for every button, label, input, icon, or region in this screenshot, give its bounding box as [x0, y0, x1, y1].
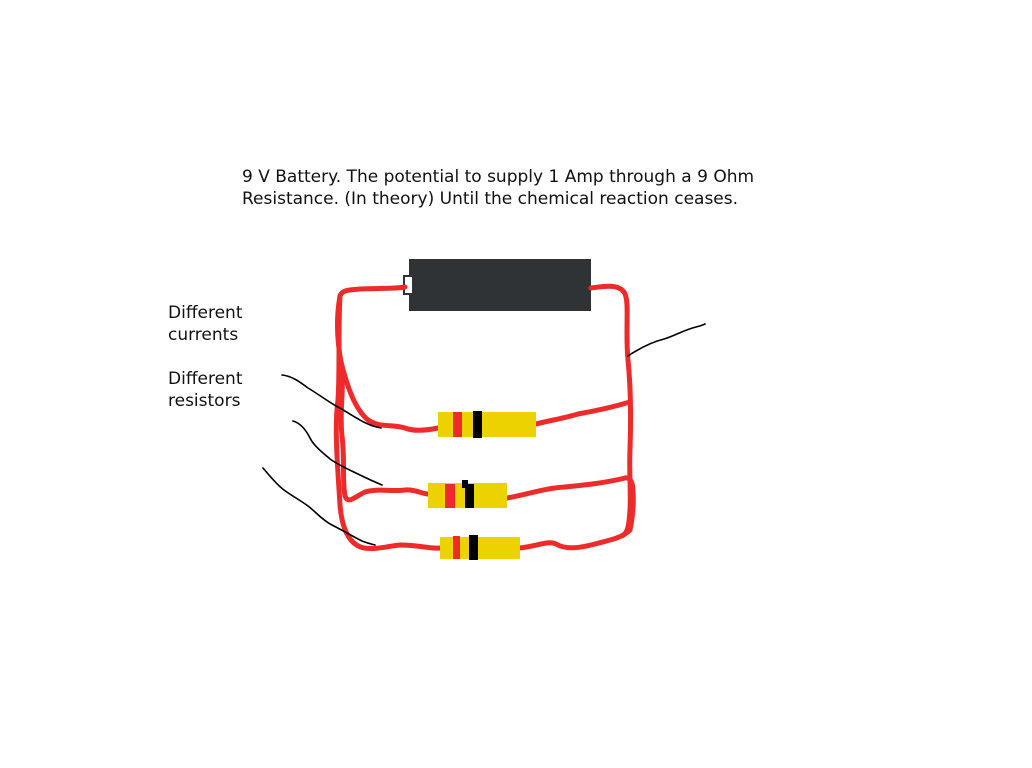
- label-resistors-line-1: Different: [168, 369, 243, 389]
- resistor-2-band-red: [445, 484, 455, 508]
- wires: [333, 283, 636, 552]
- resistor-2-band-black: [465, 484, 474, 508]
- battery: [403, 259, 591, 311]
- wire-top-left: [337, 284, 408, 299]
- resistor-3-band-black: [469, 535, 478, 560]
- resistor-1-body: [438, 412, 536, 437]
- resistor-3-band-red: [453, 536, 460, 559]
- battery-body: [409, 259, 591, 311]
- wire-resistor-2-right: [504, 475, 636, 533]
- wire-resistor-1-left: [338, 359, 441, 433]
- pointer-line-resistor-1: [281, 374, 382, 429]
- resistor-1: [438, 411, 536, 438]
- resistor-3-body: [440, 537, 520, 559]
- pointer-line-resistor-2: [292, 420, 383, 486]
- wire-left-rail-outer: [333, 293, 443, 552]
- label-different-currents: Different currents: [168, 302, 243, 346]
- label-resistors-line-2: resistors: [168, 391, 241, 411]
- diagram-caption: 9 V Battery. The potential to supply 1 A…: [242, 166, 842, 210]
- caption-line-1: 9 V Battery. The potential to supply 1 A…: [242, 167, 755, 187]
- label-different-resistors: Different resistors: [168, 368, 243, 412]
- wire-resistor-3-right: [516, 527, 633, 551]
- resistor-1-band-black: [473, 411, 482, 438]
- label-currents-line-2: currents: [168, 325, 239, 345]
- resistor-1-band-red: [453, 412, 462, 437]
- pointer-lines: [262, 323, 706, 546]
- wire-resistor-1-right: [533, 399, 633, 427]
- resistor-2: [428, 480, 507, 508]
- pointer-line-resistor-3: [262, 467, 376, 546]
- resistor-3: [440, 535, 520, 560]
- caption-line-2: Resistance. (In theory) Until the chemic…: [242, 189, 739, 209]
- pointer-line-right-wire: [627, 323, 706, 357]
- resistor-2-band-black-tab: [462, 480, 468, 488]
- label-currents-line-1: Different: [168, 303, 243, 323]
